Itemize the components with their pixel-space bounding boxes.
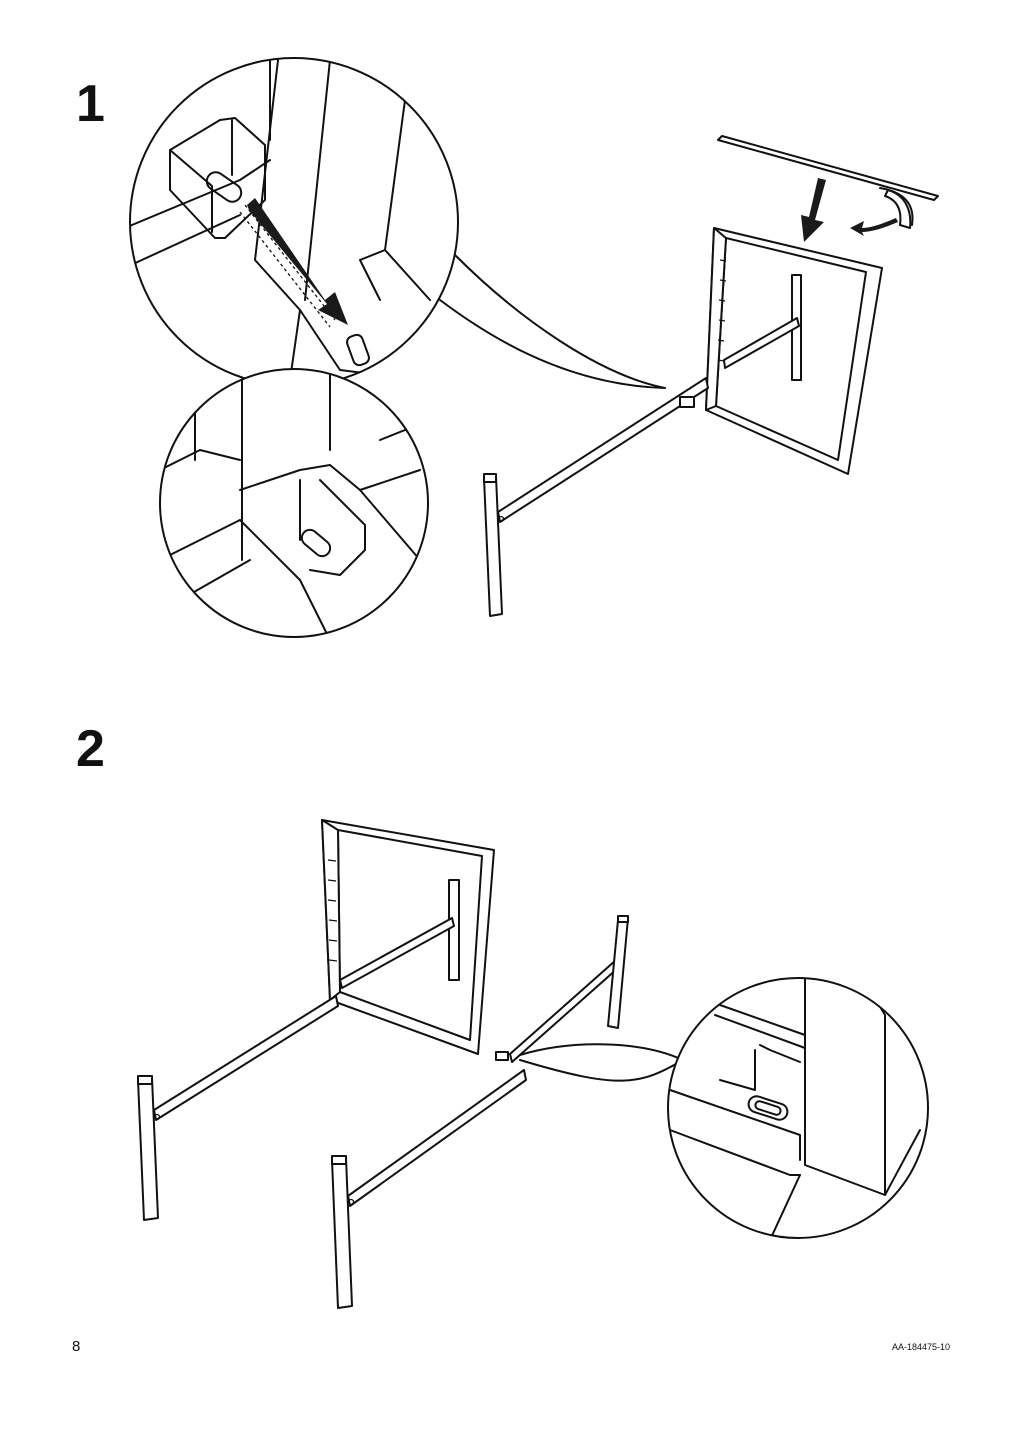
frame-step2 xyxy=(321,819,495,1055)
step2-detail-circle xyxy=(667,977,929,1239)
step-number-1: 1 xyxy=(76,75,105,133)
top-rail-part xyxy=(717,135,939,242)
step-number-2: 2 xyxy=(76,720,105,778)
document-code: AA-184475-10 xyxy=(891,1342,950,1352)
callout-tail-step2 xyxy=(519,1043,684,1082)
page-number: 8 xyxy=(72,1338,81,1355)
callout-tail-step1 xyxy=(439,254,666,389)
frame-step1 xyxy=(705,227,883,475)
rail-legs-step2 xyxy=(137,915,629,1309)
step1-detail-circle-top xyxy=(129,57,459,387)
rail-leg-step1 xyxy=(483,377,709,617)
step1-detail-circle-bottom xyxy=(159,368,429,638)
